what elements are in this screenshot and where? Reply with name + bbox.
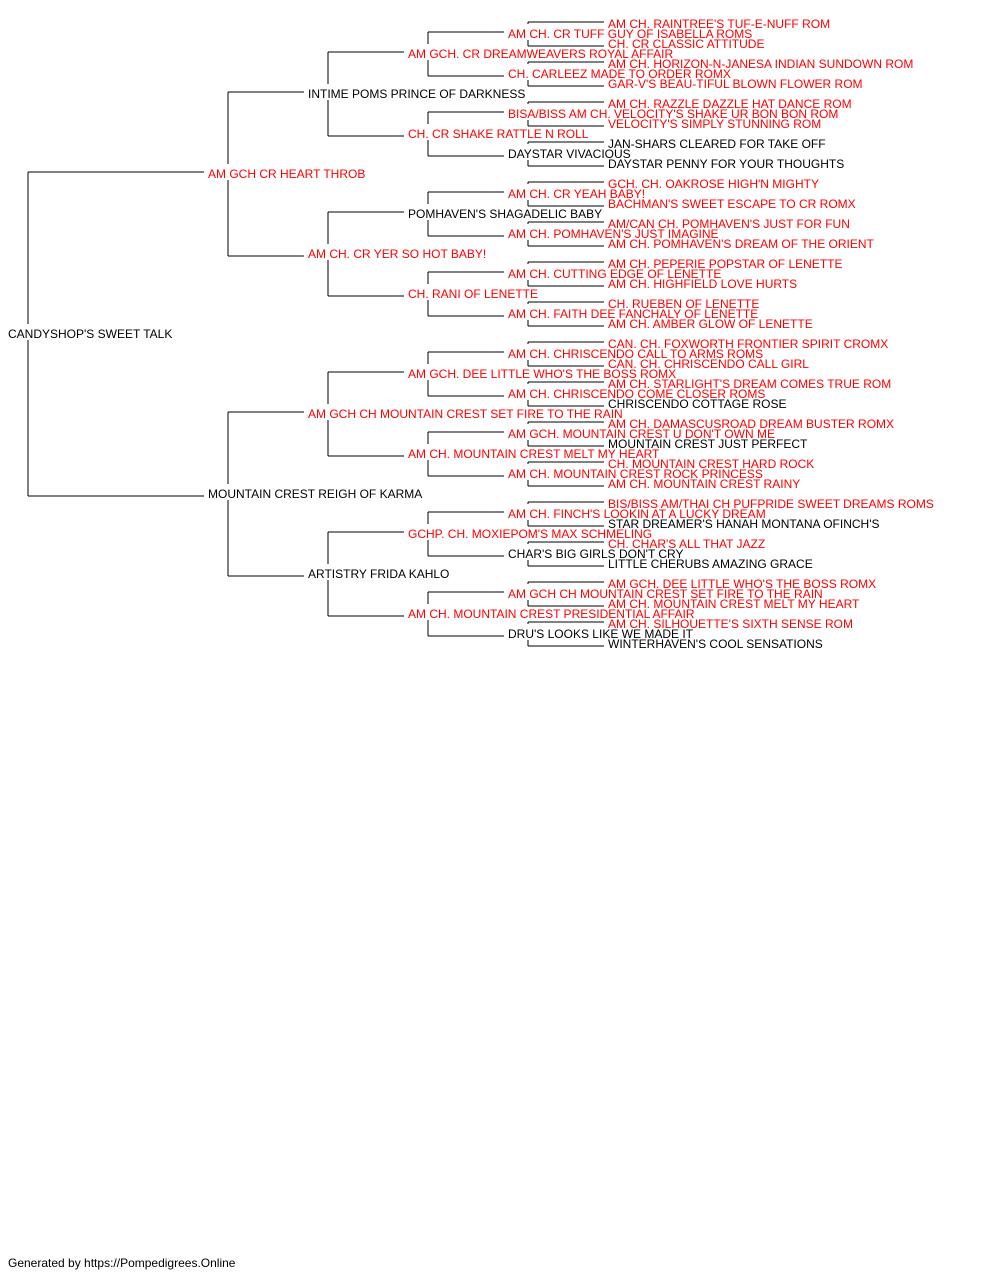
- ancestor-name[interactable]: INTIME POMS PRINCE OF DARKNESS: [308, 87, 525, 101]
- ancestor-name[interactable]: GCHP. CH. MOXIEPOM'S MAX SCHMELING: [408, 527, 652, 541]
- ancestor-name[interactable]: LITTLE CHERUBS AMAZING GRACE: [608, 557, 813, 571]
- ancestor-name[interactable]: AM CH. FINCH'S LOOKIN AT A LUCKY DREAM: [508, 507, 766, 521]
- ancestor-name[interactable]: AM CH. RAZZLE DAZZLE HAT DANCE ROM: [608, 97, 852, 111]
- ancestor-name[interactable]: DRU'S LOOKS LIKE WE MADE IT: [508, 627, 694, 641]
- ancestor-name[interactable]: AM CH. MOUNTAIN CREST RAINY: [608, 477, 800, 491]
- ancestor-name[interactable]: BIS/BISS AM/THAI CH PUFPRIDE SWEET DREAM…: [608, 497, 934, 511]
- ancestor-name[interactable]: CHAR'S BIG GIRLS DON'T CRY: [508, 547, 684, 561]
- ancestor-name[interactable]: JAN-SHARS CLEARED FOR TAKE OFF: [608, 137, 826, 151]
- ancestor-name[interactable]: AM CH. RAINTREE'S TUF-E-NUFF ROM: [608, 17, 830, 31]
- ancestor-name[interactable]: BISA/BISS AM CH. VELOCITY'S SHAKE UR BON…: [508, 107, 838, 121]
- ancestor-name[interactable]: AM GCH CH MOUNTAIN CREST SET FIRE TO THE…: [508, 587, 823, 601]
- ancestor-name[interactable]: DAYSTAR PENNY FOR YOUR THOUGHTS: [608, 157, 844, 171]
- ancestor-name[interactable]: CH. CR SHAKE RATTLE N ROLL: [408, 127, 589, 141]
- ancestor-name[interactable]: AM CH. CHRISCENDO COME CLOSER ROMS: [508, 387, 765, 401]
- ancestor-name[interactable]: AM GCH. CR DREAMWEAVERS ROYAL AFFAIR: [408, 47, 673, 61]
- ancestor-name[interactable]: DAYSTAR VIVACIOUS: [508, 147, 631, 161]
- ancestor-name[interactable]: MOUNTAIN CREST REIGH OF KARMA: [208, 487, 422, 501]
- ancestor-name[interactable]: AM GCH. DEE LITTLE WHO'S THE BOSS ROMX: [408, 367, 676, 381]
- ancestor-name[interactable]: AM/CAN CH. POMHAVEN'S JUST FOR FUN: [608, 217, 850, 231]
- ancestor-name[interactable]: POMHAVEN'S SHAGADELIC BABY: [408, 207, 602, 221]
- ancestor-name[interactable]: CH. CR CLASSIC ATTITUDE: [608, 37, 764, 51]
- ancestor-name[interactable]: AM CH. CHRISCENDO CALL TO ARMS ROMS: [508, 347, 763, 361]
- ancestor-name[interactable]: VELOCITY'S SIMPLY STUNNING ROM: [608, 117, 821, 131]
- ancestor-name[interactable]: AM CH. SILHOUETTE'S SIXTH SENSE ROM: [608, 617, 853, 631]
- ancestor-name[interactable]: AM CH. CR TUFF GUY OF ISABELLA ROMS: [508, 27, 752, 41]
- ancestor-name[interactable]: WINTERHAVEN'S COOL SENSATIONS: [608, 637, 823, 651]
- ancestor-name[interactable]: AM GCH. DEE LITTLE WHO'S THE BOSS ROMX: [608, 577, 876, 591]
- ancestor-name[interactable]: CAN. CH. CHRISCENDO CALL GIRL: [608, 357, 809, 371]
- ancestor-name[interactable]: CH. MOUNTAIN CREST HARD ROCK: [608, 457, 814, 471]
- ancestor-name[interactable]: AM CH. MOUNTAIN CREST MELT MY HEART: [408, 447, 660, 461]
- ancestor-name[interactable]: GAR-V'S BEAU-TIFUL BLOWN FLOWER ROM: [608, 77, 863, 91]
- ancestor-name[interactable]: AM CH. POMHAVEN'S DREAM OF THE ORIENT: [608, 237, 875, 251]
- ancestor-name[interactable]: AM CH. AMBER GLOW OF LENETTE: [608, 317, 813, 331]
- ancestor-name[interactable]: GCH. CH. OAKROSE HIGH'N MIGHTY: [608, 177, 819, 191]
- ancestor-name[interactable]: AM CH. MOUNTAIN CREST ROCK PRINCESS: [508, 467, 763, 481]
- ancestor-name[interactable]: AM CH. DAMASCUSROAD DREAM BUSTER ROMX: [608, 417, 894, 431]
- ancestor-name[interactable]: ARTISTRY FRIDA KAHLO: [308, 567, 449, 581]
- footer-credit: Generated by https://Pompedigrees.Online: [8, 1256, 236, 1270]
- ancestor-name[interactable]: MOUNTAIN CREST JUST PERFECT: [608, 437, 808, 451]
- ancestor-name[interactable]: AM GCH CR HEART THROB: [208, 167, 365, 181]
- ancestor-name[interactable]: BACHMAN'S SWEET ESCAPE TO CR ROMX: [608, 197, 856, 211]
- subject-dog-name[interactable]: CANDYSHOP'S SWEET TALK: [8, 327, 172, 341]
- ancestor-name[interactable]: AM CH. MOUNTAIN CREST MELT MY HEART: [608, 597, 860, 611]
- ancestor-name[interactable]: AM CH. MOUNTAIN CREST PRESIDENTIAL AFFAI…: [408, 607, 695, 621]
- ancestor-name[interactable]: CHRISCENDO COTTAGE ROSE: [608, 397, 786, 411]
- ancestor-name[interactable]: AM CH. FAITH DEE FANCHALY OF LENETTE: [508, 307, 758, 321]
- ancestor-name[interactable]: CH. CARLEEZ MADE TO ORDER ROMX: [508, 67, 731, 81]
- ancestor-name[interactable]: AM CH. STARLIGHT'S DREAM COMES TRUE ROM: [608, 377, 891, 391]
- ancestor-name[interactable]: AM CH. CUTTING EDGE OF LENETTE: [508, 267, 721, 281]
- ancestor-name[interactable]: CH. RUEBEN OF LENETTE: [608, 297, 759, 311]
- ancestor-name[interactable]: AM CH. CR YER SO HOT BABY!: [308, 247, 486, 261]
- ancestor-name[interactable]: AM GCH. MOUNTAIN CREST U DON'T OWN ME: [508, 427, 775, 441]
- ancestor-name[interactable]: AM GCH CH MOUNTAIN CREST SET FIRE TO THE…: [308, 407, 623, 421]
- ancestor-name[interactable]: AM CH. HORIZON-N-JANESA INDIAN SUNDOWN R…: [608, 57, 913, 71]
- ancestor-name[interactable]: CH. CHAR'S ALL THAT JAZZ: [608, 537, 765, 551]
- ancestor-name[interactable]: AM CH. CR YEAH BABY!: [508, 187, 645, 201]
- ancestor-name[interactable]: AM CH. HIGHFIELD LOVE HURTS: [608, 277, 797, 291]
- ancestor-name[interactable]: CAN. CH. FOXWORTH FRONTIER SPIRIT CROMX: [608, 337, 888, 351]
- ancestor-name[interactable]: STAR DREAMER'S HANAH MONTANA OFINCH'S: [608, 517, 880, 531]
- ancestor-name[interactable]: AM CH. POMHAVEN'S JUST IMAGINE: [508, 227, 719, 241]
- ancestor-name[interactable]: AM CH. PEPERIE POPSTAR OF LENETTE: [608, 257, 843, 271]
- ancestor-name[interactable]: CH. RANI OF LENETTE: [408, 287, 538, 301]
